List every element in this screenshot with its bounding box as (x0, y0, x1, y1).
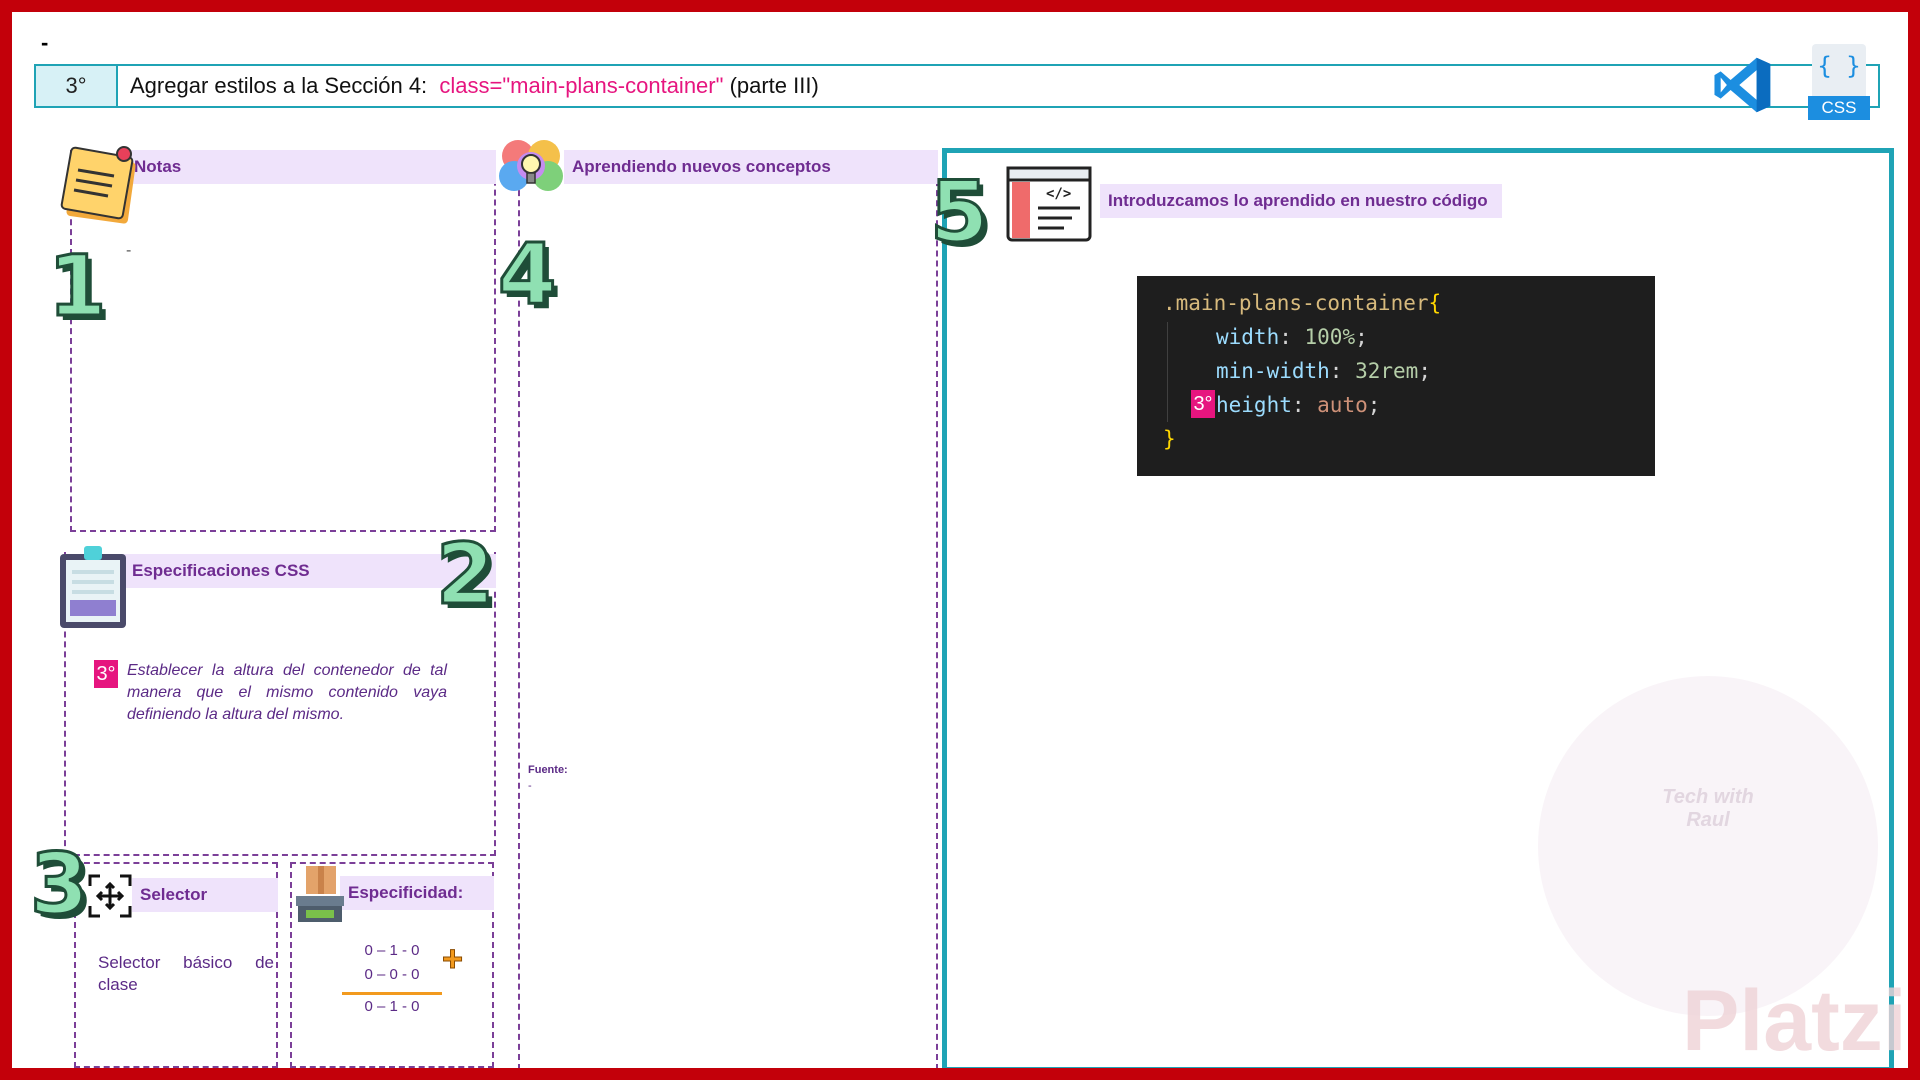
selector-header: Selector (132, 878, 278, 912)
step-number: 3° (65, 73, 87, 98)
step-1-number: 1 (46, 237, 107, 335)
title-code: class="main-plans-container" (439, 73, 724, 98)
specificity-row-1: 0 – 1 - 0 (364, 942, 420, 959)
step-5-number: 5 (928, 163, 989, 261)
title-bar: 3° Agregar estilos a la Sección 4: class… (34, 64, 1880, 108)
code-prop: height (1216, 393, 1292, 417)
codigo-header: Introduzcamos lo aprendido en nuestro có… (1100, 184, 1502, 218)
notas-panel (70, 150, 496, 532)
code-open-brace: { (1428, 291, 1442, 315)
title-prefix: Agregar estilos a la Sección 4: (130, 73, 428, 98)
especificidad-panel (290, 862, 494, 1068)
title-suffix: (parte III) (729, 73, 819, 98)
code-value: 32rem (1355, 359, 1419, 383)
css-label: CSS (1808, 96, 1870, 120)
especificaciones-panel (64, 552, 496, 856)
slide: - 3° Agregar estilos a la Sección 4: cla… (12, 12, 1908, 1068)
selector-text: Selector básico de clase (98, 953, 274, 994)
spec-text: Establecer la altura del contenedor de t… (127, 662, 447, 723)
code-value: auto (1317, 393, 1368, 417)
code-line-2: min-width: 32rem; (1216, 359, 1431, 383)
aprendiendo-panel (518, 150, 938, 1068)
clipboard-icon (56, 542, 132, 632)
brain-idea-icon (494, 130, 568, 204)
code-prop: width (1216, 325, 1280, 349)
code-close-line: } (1163, 422, 1176, 456)
codigo-panel (942, 148, 1894, 1068)
selector-panel (74, 862, 278, 1068)
step-2-number: 2 (434, 525, 495, 623)
code-selector-line: .main-plans-container{ (1163, 286, 1441, 320)
fuente-value: - (528, 780, 532, 792)
specificity-sum-line (342, 992, 442, 995)
code-line-1: width: 100%; (1216, 325, 1368, 349)
notas-header: Notas (126, 150, 496, 184)
notes-icon (58, 140, 146, 230)
watermark-logo (1538, 676, 1878, 1016)
specificity-plus: + (441, 938, 464, 980)
specificity-row-2: 0 – 0 - 0 (364, 966, 420, 983)
code-value: 100% (1304, 325, 1356, 349)
especificidad-header: Especificidad: (340, 876, 494, 910)
code-step-badge: 3° (1191, 390, 1215, 418)
step-4-number: 4 (496, 225, 557, 323)
specificity-result: 0 – 1 - 0 (364, 998, 420, 1015)
fuente-label: Fuente: (528, 764, 568, 776)
move-cursor-icon (86, 872, 134, 920)
indent-guide (1167, 322, 1168, 422)
code-block: .main-plans-container{ width: 100%; min-… (1137, 276, 1655, 476)
css-file-icon: { } CSS (1808, 44, 1870, 120)
step-3-number: 3 (28, 835, 89, 933)
aprendiendo-header: Aprendiendo nuevos conceptos (564, 150, 938, 184)
scale-icon (294, 864, 346, 924)
spec-step-badge: 3° (94, 660, 118, 688)
especificaciones-header: Especificaciones CSS (124, 554, 496, 588)
code-window-icon: </> (1006, 166, 1092, 242)
step-number-box: 3° (36, 66, 118, 106)
watermark-logo-text: Tech with Raul (1662, 786, 1754, 831)
notas-body: - (126, 242, 132, 259)
watermark-platzi: Platzi (1682, 973, 1907, 1068)
code-prop: min-width (1216, 359, 1330, 383)
code-close-brace: } (1163, 427, 1176, 451)
corner-mark: - (41, 30, 49, 55)
code-line-3: height: auto; (1216, 393, 1381, 417)
code-selector: .main-plans-container (1163, 291, 1429, 315)
vscode-icon (1712, 54, 1774, 116)
svg-text:</>: </> (1046, 186, 1071, 202)
slide-title: Agregar estilos a la Sección 4: class="m… (130, 66, 819, 106)
